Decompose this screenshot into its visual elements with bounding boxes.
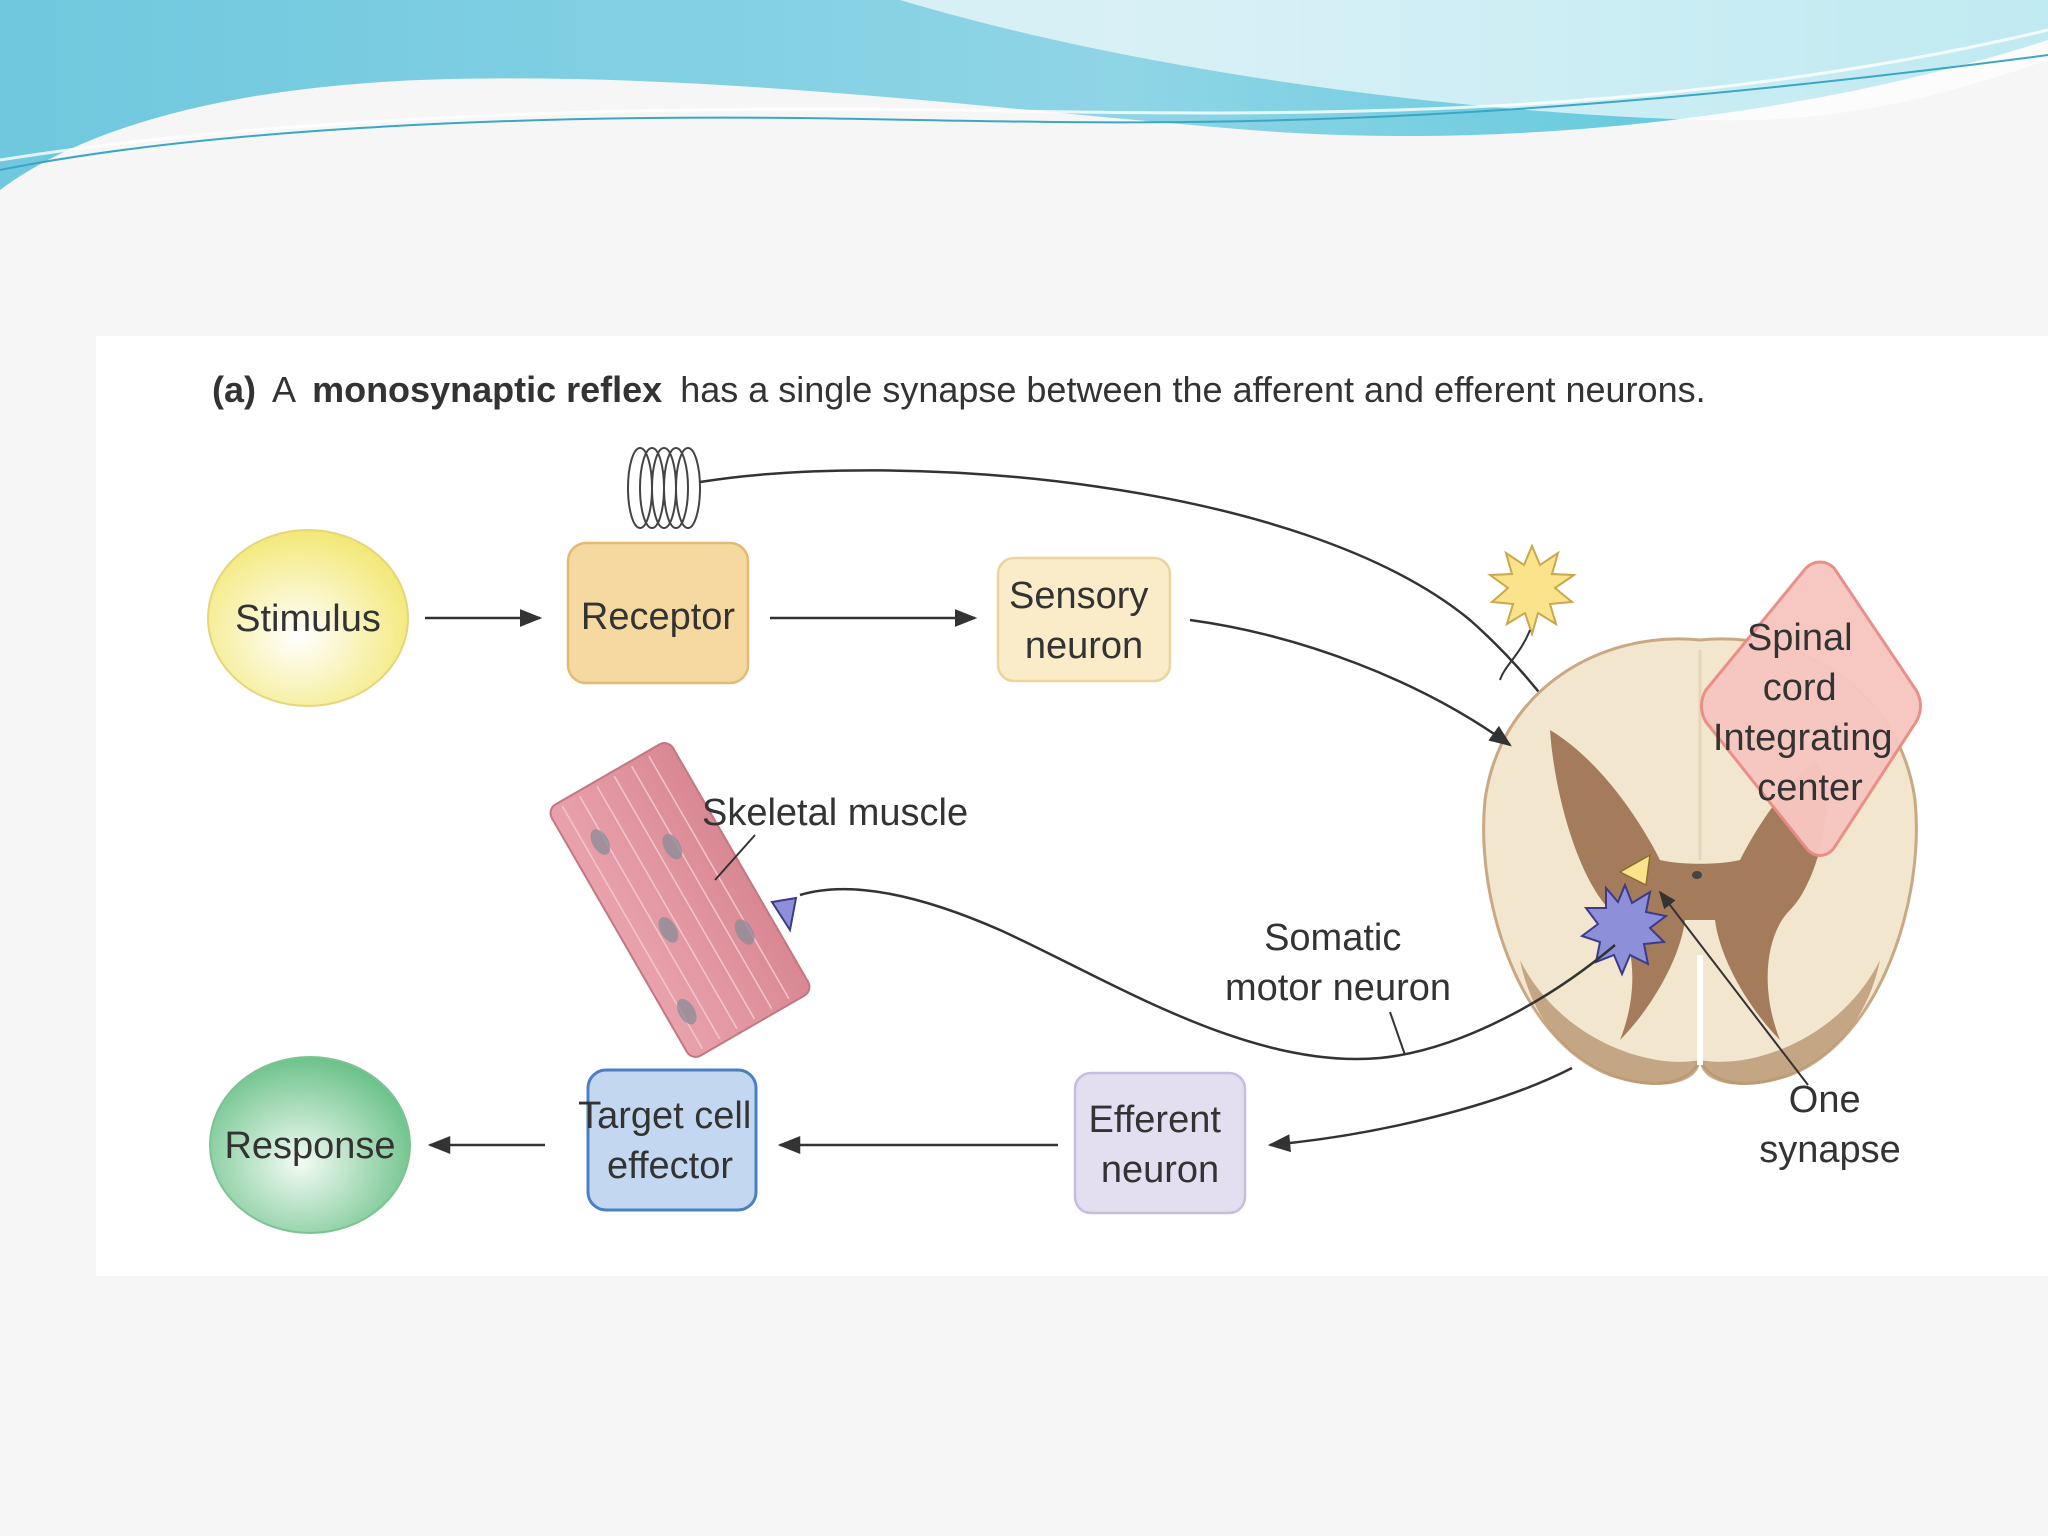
stimulus-node: Stimulus [207, 529, 409, 707]
response-node: Response [209, 1056, 411, 1234]
ganglion-cell-icon [1487, 543, 1578, 681]
motor-neuron-cell-icon [1579, 882, 1669, 977]
efferent-neuron-node: Efferent neuron [1073, 1071, 1247, 1215]
arrow-spinal-efferent [1267, 1066, 1573, 1153]
figure-caption: (a) A monosynaptic reflex has a single s… [212, 369, 1706, 410]
receptor-node: Receptor [566, 541, 750, 685]
sensory-neuron-node: Sensory neuron [996, 556, 1172, 683]
target-cell-effector-node: Target cell effector [578, 1068, 762, 1212]
one-synapse-label: One synapse [1759, 1079, 1901, 1171]
receptor-label: Receptor [581, 596, 736, 638]
spinal-cord-integrating-center-node: Spinal cord Integrating center [1700, 560, 1922, 857]
one-synapse-leader [1658, 890, 1809, 1086]
stimulus-label: Stimulus [235, 598, 381, 640]
somatic-motor-neuron-leader [1389, 1011, 1406, 1056]
skeletal-muscle-label: Skeletal muscle [702, 792, 968, 834]
skeletal-muscle-leader [714, 834, 756, 881]
somatic-motor-neuron-label: Somatic motor neuron [1225, 917, 1451, 1009]
spinal-cord-label: Spinal cord Integrating center [1713, 617, 1903, 809]
sensory-terminal-icon [1618, 853, 1651, 887]
receptor-coil-icon [627, 447, 701, 529]
efferent-neuron-label: Efferent neuron [1089, 1099, 1232, 1191]
arrow-sensory-spinal [1189, 618, 1512, 747]
sensory-neuron-label: Sensory neuron [1009, 575, 1159, 667]
motor-axon-line [799, 887, 1616, 1061]
target-cell-label: Target cell effector [578, 1095, 762, 1187]
skeletal-muscle-illustration [549, 742, 811, 1058]
motor-end-plate-icon [770, 896, 798, 933]
header-banner [0, 0, 2048, 190]
response-label: Response [224, 1125, 395, 1167]
